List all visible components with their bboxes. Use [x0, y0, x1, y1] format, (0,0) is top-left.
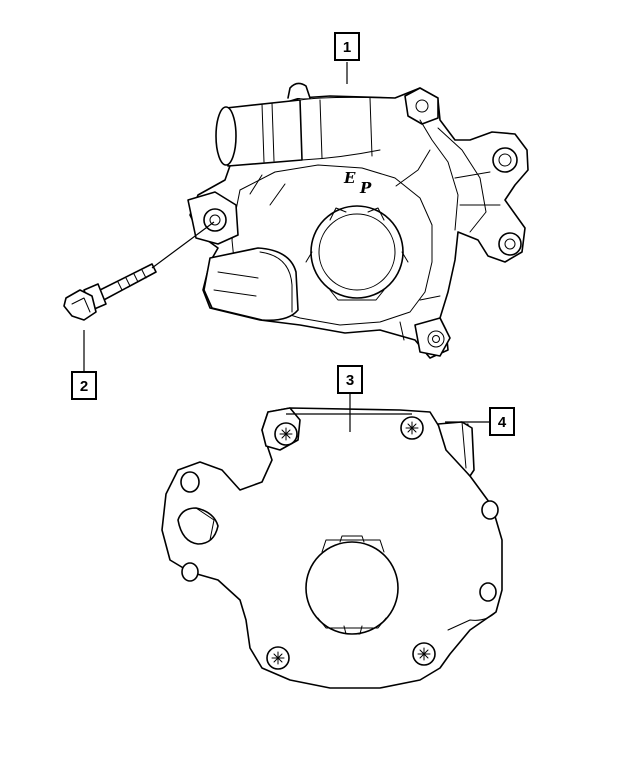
- oil-pump-housing: E P: [187, 82, 529, 359]
- bolt: [63, 263, 157, 321]
- embossed-letter-p: P: [359, 179, 372, 197]
- torx-screw: [274, 422, 298, 446]
- torx-screw: [412, 642, 436, 666]
- callout-4-label: 4: [498, 414, 507, 431]
- torx-screw: [266, 646, 290, 670]
- callout-3-label: 3: [346, 372, 354, 389]
- callout-4: 4: [489, 407, 515, 436]
- callout-1-label: 1: [343, 39, 351, 56]
- torx-screw: [400, 416, 424, 440]
- embossed-letter-e: E: [343, 169, 356, 187]
- callout-1: 1: [334, 32, 360, 61]
- leader-line-2-pump: [151, 221, 215, 269]
- callout-2: 2: [71, 371, 97, 400]
- callout-3: 3: [337, 365, 363, 394]
- callout-2-label: 2: [80, 378, 88, 395]
